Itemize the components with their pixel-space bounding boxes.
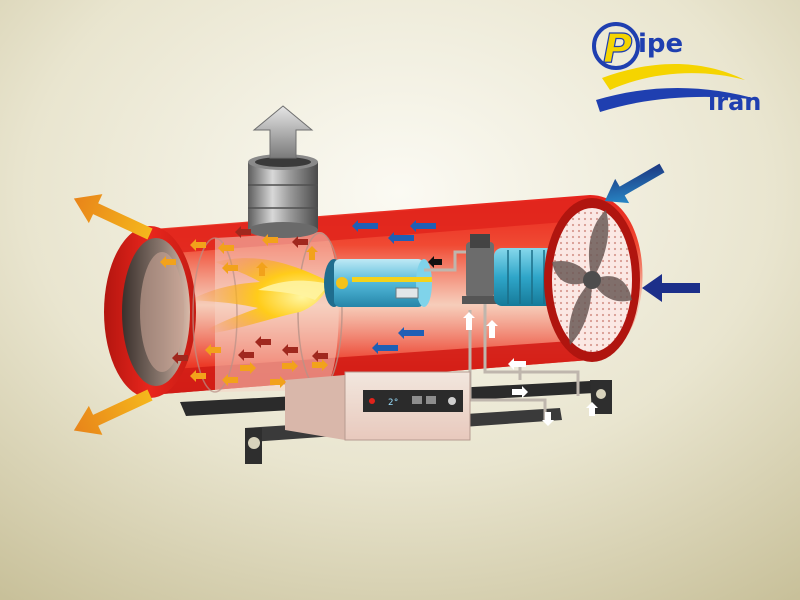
- airflow-arrow-icon: [410, 220, 436, 232]
- panel-button[interactable]: [412, 396, 422, 404]
- airflow-arrow-icon: [240, 362, 256, 374]
- airflow-arrow-icon: [542, 412, 554, 426]
- chimney: [248, 154, 318, 238]
- hot-air-outlet-arrow-icon: [73, 194, 153, 240]
- airflow-arrow-icon: [190, 370, 206, 382]
- power-indicator: [369, 398, 375, 404]
- airflow-arrow-icon: [398, 327, 424, 339]
- airflow-arrow-icon: [255, 336, 271, 348]
- logo-initial: P: [603, 26, 632, 72]
- airflow-arrow-icon: [222, 374, 238, 386]
- airflow-arrow-icon: [190, 239, 206, 251]
- airflow-arrow-icon: [262, 234, 278, 246]
- airflow-arrow-icon: [512, 386, 528, 398]
- airflow-arrow-icon: [586, 402, 598, 416]
- hot-air-outlet-arrows: [73, 194, 153, 435]
- airflow-arrow-icon: [222, 262, 238, 274]
- internal-airflow-arrows: [160, 220, 598, 426]
- airflow-arrow-icon: [292, 236, 308, 248]
- airflow-arrow-icon: [256, 262, 268, 276]
- airflow-arrow-icon: [282, 344, 298, 356]
- airflow-arrow-icon: [172, 352, 188, 364]
- airflow-arrow-icon: [312, 359, 328, 371]
- airflow-arrow-icon: [238, 349, 254, 361]
- airflow-arrow-icon: [508, 358, 526, 370]
- fan-icon: [544, 198, 640, 362]
- logo: P ipe iran: [592, 22, 761, 116]
- airflow-arrow-icon: [463, 312, 475, 330]
- airflow-arrow-icon: [312, 350, 328, 362]
- panel-knob[interactable]: [448, 397, 456, 405]
- airflow-arrow-icon: [372, 342, 398, 354]
- front-outlet: [104, 226, 196, 398]
- airflow-arrow-icon: [388, 232, 414, 244]
- airflow-arrow-icon: [282, 360, 298, 372]
- flame-icon: [190, 258, 330, 336]
- airflow-arrow-icon: [306, 246, 318, 260]
- intake-arrow-icon: [642, 274, 700, 302]
- airflow-arrow-icon: [352, 220, 378, 232]
- logo-word-bottom: iran: [708, 88, 761, 116]
- control-box: 2°: [285, 371, 471, 441]
- hot-air-outlet-arrow-icon: [73, 389, 153, 435]
- burner-unit: [324, 259, 432, 307]
- airflow-arrow-icon: [160, 256, 176, 268]
- airflow-arrow-icon: [486, 320, 498, 338]
- panel-display: 2°: [388, 398, 399, 408]
- airflow-arrow-icon: [205, 344, 221, 356]
- airflow-arrow-icon: [270, 376, 286, 388]
- panel-button[interactable]: [426, 396, 436, 404]
- logo-word-top: ipe: [638, 29, 683, 59]
- airflow-arrow-icon: [235, 226, 251, 238]
- airflow-arrow-icon: [428, 256, 442, 268]
- intake-arrow-icon: [604, 163, 665, 204]
- fuel-pump: [462, 234, 498, 304]
- exhaust-up-arrow-icon: [252, 105, 314, 159]
- airflow-arrow-icon: [218, 242, 234, 254]
- intake-arrows: [604, 163, 700, 302]
